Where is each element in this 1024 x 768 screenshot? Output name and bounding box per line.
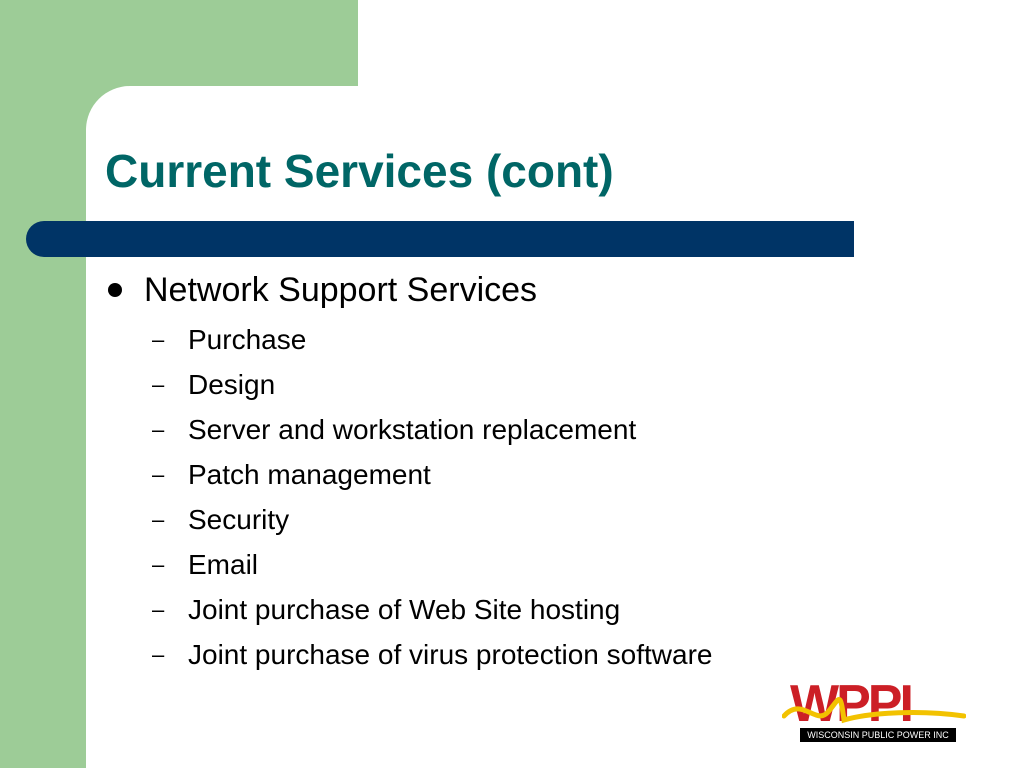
sub-bullet-item: –Patch management [152,452,712,497]
sub-bullet-item: –Joint purchase of virus protection soft… [152,632,712,677]
logo-swoosh-icon [782,697,966,724]
sub-bullet-list: –Purchase–Design–Server and workstation … [152,317,712,677]
sub-bullet-item: –Email [152,542,712,587]
sub-bullet-dash-icon: – [152,551,165,577]
title-underline-bar [26,221,854,257]
logo-caption: WISCONSIN PUBLIC POWER INC [800,728,956,742]
sub-bullet-text: Purchase [188,323,307,355]
slide-title: Current Services (cont) [105,145,614,197]
sub-bullet-dash-icon: – [152,506,165,532]
sub-bullet-item: –Design [152,362,712,407]
bullet-text: Network Support Services [144,270,538,309]
sub-bullet-text: Joint purchase of Web Site hosting [188,593,621,625]
sub-bullet-item: –Security [152,497,712,542]
sub-bullet-dash-icon: – [152,596,165,622]
sub-bullet-text: Design [188,368,276,400]
sub-bullet-item: –Joint purchase of Web Site hosting [152,587,712,632]
sub-bullet-item: –Purchase [152,317,712,362]
sub-bullet-dash-icon: – [152,641,165,667]
sub-bullet-dash-icon: – [152,461,165,487]
sub-bullet-text: Security [188,503,290,535]
wppi-logo: WPPI WISCONSIN PUBLIC POWER INC [782,675,966,744]
content-panel [86,86,1024,768]
sub-bullet-item: –Server and workstation replacement [152,407,712,452]
sub-bullet-text: Patch management [188,458,431,490]
sub-bullet-text: Joint purchase of virus protection softw… [188,638,713,670]
sub-bullet-text: Email [188,548,259,580]
logo-wordmark: WPPI [790,675,914,733]
sub-bullet-dash-icon: – [152,326,165,352]
bullet-dot-icon [108,283,122,297]
sub-bullet-dash-icon: – [152,416,165,442]
sub-bullet-dash-icon: – [152,371,165,397]
bullet-item: Network Support Services [108,268,537,312]
sub-bullet-text: Server and workstation replacement [188,413,637,445]
